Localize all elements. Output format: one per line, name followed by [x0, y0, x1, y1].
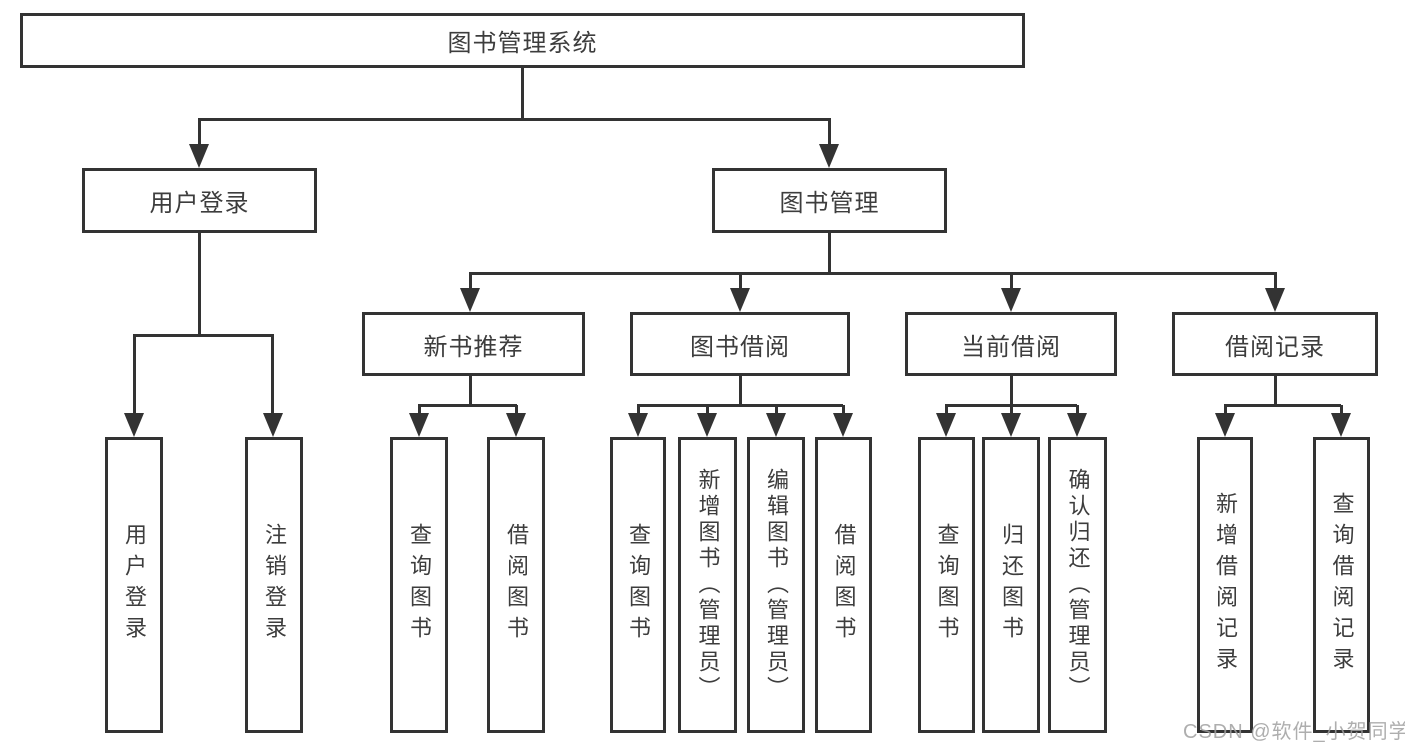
arrowhead-down-icon [1067, 413, 1087, 437]
connector-line [198, 232, 201, 336]
arrowhead-down-icon [1001, 288, 1021, 312]
arrowhead-down-icon [833, 413, 853, 437]
arrowhead-down-icon [1265, 288, 1285, 312]
connector-line [1340, 405, 1343, 415]
leaf-logout: 注销登录 [245, 437, 303, 733]
node-label: 归还图书 [999, 523, 1024, 647]
leaf-borrow-books-recommend: 借阅图书 [487, 437, 545, 733]
node-label: 新书推荐 [423, 333, 524, 361]
node-label: 新增借阅记录 [1213, 492, 1238, 678]
leaf-borrow-books: 借阅图书 [815, 437, 872, 733]
node-label: 编辑图书（管理员） [764, 468, 789, 702]
connector-line [1274, 273, 1277, 290]
arrowhead-down-icon [460, 288, 480, 312]
leaf-user-login: 用户登录 [105, 437, 163, 733]
arrowhead-down-icon [628, 413, 648, 437]
node-book-borrowing: 图书借阅 [630, 312, 850, 376]
node-book-management: 图书管理 [712, 168, 947, 233]
node-label: 图书管理 [779, 190, 880, 217]
node-label: 借阅图书 [504, 523, 529, 647]
node-label: 新增图书（管理员） [695, 468, 721, 702]
connector-line [945, 405, 948, 415]
connector-line [469, 273, 472, 290]
node-label: 用户登录 [149, 190, 250, 217]
connector-line [637, 405, 640, 415]
connector-line [775, 405, 778, 415]
node-new-book-recommend: 新书推荐 [362, 312, 585, 376]
node-label: 图书管理系统 [447, 30, 598, 57]
connector-line [1010, 376, 1013, 406]
connector-line [1010, 405, 1013, 415]
arrowhead-down-icon [263, 413, 283, 437]
connector-line [842, 405, 845, 415]
leaf-query-books-current: 查询图书 [918, 437, 975, 733]
arrowhead-down-icon [409, 413, 429, 437]
node-label: 查询图书 [626, 523, 651, 647]
leaf-query-books-recommend: 查询图书 [390, 437, 448, 733]
connector-line [418, 405, 421, 415]
leaf-query-borrow-record: 查询借阅记录 [1313, 437, 1370, 733]
connector-line [1224, 404, 1341, 407]
node-label: 查询借阅记录 [1329, 492, 1355, 678]
leaf-confirm-return-admin: 确认归还（管理员） [1048, 437, 1107, 733]
arrowhead-down-icon [766, 413, 786, 437]
leaf-edit-book-admin: 编辑图书（管理员） [747, 437, 805, 733]
connector-line [1076, 405, 1079, 415]
connector-line [133, 334, 274, 337]
arrowhead-down-icon [936, 413, 956, 437]
arrowhead-down-icon [730, 288, 750, 312]
arrowhead-down-icon [124, 413, 144, 437]
connector-line [828, 119, 831, 146]
connector-line [469, 376, 472, 406]
arrowhead-down-icon [189, 144, 209, 168]
node-label: 借阅图书 [831, 523, 857, 647]
node-current-borrowing: 当前借阅 [905, 312, 1117, 376]
connector-line [637, 404, 843, 407]
csdn-watermark: CSDN @软件_小贺同学 [1183, 721, 1405, 743]
leaf-add-borrow-record: 新增借阅记录 [1197, 437, 1253, 733]
connector-line [469, 272, 1277, 275]
leaf-query-books-borrow: 查询图书 [610, 437, 666, 733]
connector-line [418, 404, 517, 407]
connector-line [1224, 405, 1227, 415]
connector-line [1274, 376, 1277, 406]
node-label: 注销登录 [262, 523, 287, 647]
node-label: 确认归还（管理员） [1065, 468, 1091, 702]
node-label: 借阅记录 [1225, 333, 1325, 361]
node-label: 用户登录 [122, 523, 147, 647]
arrowhead-down-icon [819, 144, 839, 168]
node-label: 查询图书 [407, 523, 432, 647]
arrowhead-down-icon [506, 413, 526, 437]
connector-line [739, 376, 742, 406]
arrowhead-down-icon [697, 413, 717, 437]
node-library-system: 图书管理系统 [20, 13, 1025, 68]
connector-line [706, 405, 709, 415]
node-borrowing-records: 借阅记录 [1172, 312, 1378, 376]
arrowhead-down-icon [1001, 413, 1021, 437]
arrowhead-down-icon [1331, 413, 1351, 437]
connector-line [133, 335, 136, 415]
node-label: 查询图书 [934, 523, 960, 647]
connector-line [739, 273, 742, 290]
node-label: 图书借阅 [690, 333, 790, 361]
connector-line [828, 233, 831, 274]
connector-line [515, 405, 518, 415]
connector-line [271, 335, 274, 415]
arrowhead-down-icon [1215, 413, 1235, 437]
leaf-add-book-admin: 新增图书（管理员） [678, 437, 737, 733]
connector-line [198, 119, 201, 146]
connector-line [521, 66, 524, 120]
leaf-return-book: 归还图书 [982, 437, 1040, 733]
connector-line [1010, 273, 1013, 290]
node-label: 当前借阅 [961, 333, 1061, 361]
node-user-login: 用户登录 [82, 168, 317, 233]
connector-line [198, 118, 831, 121]
